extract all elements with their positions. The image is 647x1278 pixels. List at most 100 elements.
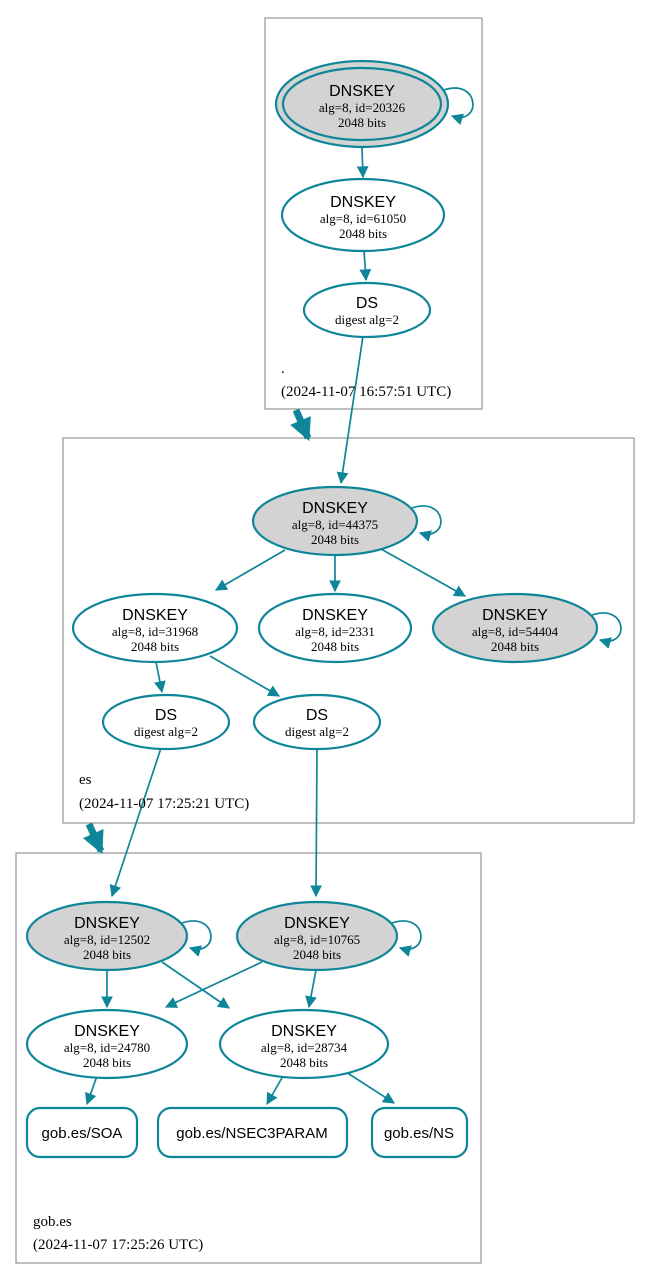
ds-es-2-title: DS bbox=[306, 707, 328, 724]
ds-root-ellipse bbox=[302, 281, 432, 339]
edge-61050-to-root-ds bbox=[359, 249, 372, 282]
ds-es-2-ellipse bbox=[252, 693, 382, 751]
edge-es-ds2-to-10765 bbox=[310, 747, 323, 898]
dnskey-44375-detail: alg=8, id=44375 bbox=[292, 517, 378, 532]
rrset-node-gob-es-ns[interactable]: gob.es/NS bbox=[370, 1106, 469, 1159]
dnskey-44375-ellipse bbox=[251, 485, 419, 557]
dnskey-20326-ellipse bbox=[281, 66, 443, 142]
dnskey-31968-bits: 2048 bits bbox=[131, 639, 179, 654]
self-loop-44375 bbox=[411, 505, 442, 542]
dnskey-61050-detail: alg=8, id=61050 bbox=[320, 211, 406, 226]
dnskey-24780-bits: 2048 bits bbox=[83, 1055, 131, 1070]
edge-12502-to-28734 bbox=[161, 961, 230, 1009]
dnskey-20326-detail: alg=8, id=20326 bbox=[319, 100, 406, 115]
dnskey-node-44375[interactable]: DNSKEY alg=8, id=44375 2048 bits bbox=[251, 485, 419, 557]
edge-31968-to-es-ds1 bbox=[154, 661, 166, 694]
ds-root-detail: digest alg=2 bbox=[335, 312, 399, 327]
rrset-ns-label: gob.es/NS bbox=[384, 1125, 454, 1142]
rrset-node-gob-es-soa[interactable]: gob.es/SOA bbox=[25, 1106, 139, 1159]
dnskey-20326-bits: 2048 bits bbox=[338, 115, 386, 130]
dnskey-28734-title: DNSKEY bbox=[271, 1023, 337, 1040]
dnskey-61050-title: DNSKEY bbox=[330, 194, 396, 211]
dnskey-12502-title: DNSKEY bbox=[74, 915, 140, 932]
ds-node-es-1[interactable]: DS digest alg=2 bbox=[101, 693, 231, 751]
edge-28734-to-nsec3param bbox=[266, 1075, 284, 1106]
edge-44375-to-31968 bbox=[214, 549, 286, 591]
dnskey-12502-detail: alg=8, id=12502 bbox=[64, 932, 150, 947]
dnskey-10765-title: DNSKEY bbox=[284, 915, 350, 932]
self-loop-20326 bbox=[443, 87, 474, 126]
dnskey-node-24780[interactable]: DNSKEY alg=8, id=24780 2048 bits bbox=[25, 1008, 189, 1080]
dnskey-24780-ellipse bbox=[25, 1008, 189, 1080]
dnskey-node-12502[interactable]: DNSKEY alg=8, id=12502 2048 bits bbox=[25, 900, 189, 972]
dnskey-node-10765[interactable]: DNSKEY alg=8, id=10765 2048 bits bbox=[235, 900, 399, 972]
edge-24780-to-soa bbox=[84, 1075, 98, 1106]
zone-timestamp-root: (2024-11-07 16:57:51 UTC) bbox=[281, 384, 451, 400]
dnskey-node-31968[interactable]: DNSKEY alg=8, id=31968 2048 bits bbox=[71, 592, 239, 664]
zone-label-es: es bbox=[79, 772, 92, 788]
rrset-nsec3param-label: gob.es/NSEC3PARAM bbox=[176, 1125, 327, 1142]
zone-timestamp-es: (2024-11-07 17:25:21 UTC) bbox=[79, 796, 249, 812]
edge-root-ds-to-44375 bbox=[336, 335, 364, 485]
ds-es-1-detail: digest alg=2 bbox=[134, 724, 198, 739]
dnskey-node-2331[interactable]: DNSKEY alg=8, id=2331 2048 bits bbox=[257, 592, 413, 664]
dnskey-node-28734[interactable]: DNSKEY alg=8, id=28734 2048 bits bbox=[218, 1008, 390, 1080]
dnskey-61050-bits: 2048 bits bbox=[339, 226, 387, 241]
dnskey-24780-title: DNSKEY bbox=[74, 1023, 140, 1040]
edge-28734-to-ns bbox=[345, 1071, 395, 1104]
edge-31968-to-es-ds2 bbox=[209, 655, 281, 697]
rrset-node-gob-es-nsec3param[interactable]: gob.es/NSEC3PARAM bbox=[156, 1106, 349, 1159]
dnskey-24780-detail: alg=8, id=24780 bbox=[64, 1040, 150, 1055]
dnskey-54404-title: DNSKEY bbox=[482, 607, 548, 624]
delegation-arrow-es-to-gob-es bbox=[83, 822, 105, 855]
rrset-nsec3param-box bbox=[156, 1106, 349, 1159]
dnskey-node-61050[interactable]: DNSKEY alg=8, id=61050 2048 bits bbox=[280, 177, 446, 253]
dnskey-44375-bits: 2048 bits bbox=[311, 532, 359, 547]
dnskey-44375-title: DNSKEY bbox=[302, 500, 368, 517]
rrset-soa-label: gob.es/SOA bbox=[42, 1125, 123, 1142]
dnskey-31968-detail: alg=8, id=31968 bbox=[112, 624, 198, 639]
dnskey-54404-ellipse bbox=[431, 592, 599, 664]
ds-es-2-detail: digest alg=2 bbox=[285, 724, 349, 739]
dnskey-10765-detail: alg=8, id=10765 bbox=[274, 932, 360, 947]
dnskey-node-54404[interactable]: DNSKEY alg=8, id=54404 2048 bits bbox=[431, 592, 599, 664]
ds-es-1-title: DS bbox=[155, 707, 177, 724]
dnskey-61050-ellipse bbox=[280, 177, 446, 253]
edge-10765-to-28734 bbox=[305, 969, 317, 1009]
dnskey-10765-ellipse bbox=[235, 900, 399, 972]
dnskey-54404-bits: 2048 bits bbox=[491, 639, 539, 654]
dnskey-54404-detail: alg=8, id=54404 bbox=[472, 624, 559, 639]
dnskey-31968-ellipse bbox=[71, 592, 239, 664]
dnskey-31968-title: DNSKEY bbox=[122, 607, 188, 624]
dnskey-28734-ellipse bbox=[218, 1008, 390, 1080]
ds-node-root[interactable]: DS digest alg=2 bbox=[302, 281, 432, 339]
edge-20326-to-61050 bbox=[356, 147, 369, 179]
dnskey-12502-ellipse bbox=[25, 900, 189, 972]
edge-44375-to-54404 bbox=[380, 548, 467, 597]
dnskey-2331-detail: alg=8, id=2331 bbox=[295, 624, 375, 639]
ds-root-title: DS bbox=[356, 295, 378, 312]
zone-label-root: . bbox=[281, 361, 285, 377]
zone-box-gob-es bbox=[15, 852, 482, 1264]
edge-10765-to-24780 bbox=[164, 961, 263, 1008]
dnskey-28734-bits: 2048 bits bbox=[280, 1055, 328, 1070]
self-loop-54404 bbox=[591, 612, 622, 649]
dnskey-2331-bits: 2048 bits bbox=[311, 639, 359, 654]
zone-box-root bbox=[264, 17, 483, 410]
dnskey-2331-title: DNSKEY bbox=[302, 607, 368, 624]
self-loop-10765 bbox=[391, 920, 422, 957]
edge-es-ds1-to-12502 bbox=[109, 747, 162, 898]
dnskey-20326-title: DNSKEY bbox=[329, 83, 395, 100]
dnskey-2331-ellipse bbox=[257, 592, 413, 664]
zone-timestamp-gob-es: (2024-11-07 17:25:26 UTC) bbox=[33, 1237, 203, 1253]
delegation-arrow-root-to-es bbox=[290, 408, 312, 442]
dnskey-28734-detail: alg=8, id=28734 bbox=[261, 1040, 348, 1055]
rrset-soa-box bbox=[25, 1106, 139, 1159]
zone-label-gob-es: gob.es bbox=[33, 1214, 72, 1230]
rrset-ns-box bbox=[370, 1106, 469, 1159]
dnskey-12502-bits: 2048 bits bbox=[83, 947, 131, 962]
ds-es-1-ellipse bbox=[101, 693, 231, 751]
ds-node-es-2[interactable]: DS digest alg=2 bbox=[252, 693, 382, 751]
dnskey-node-20326[interactable]: DNSKEY alg=8, id=20326 2048 bits bbox=[274, 59, 450, 149]
